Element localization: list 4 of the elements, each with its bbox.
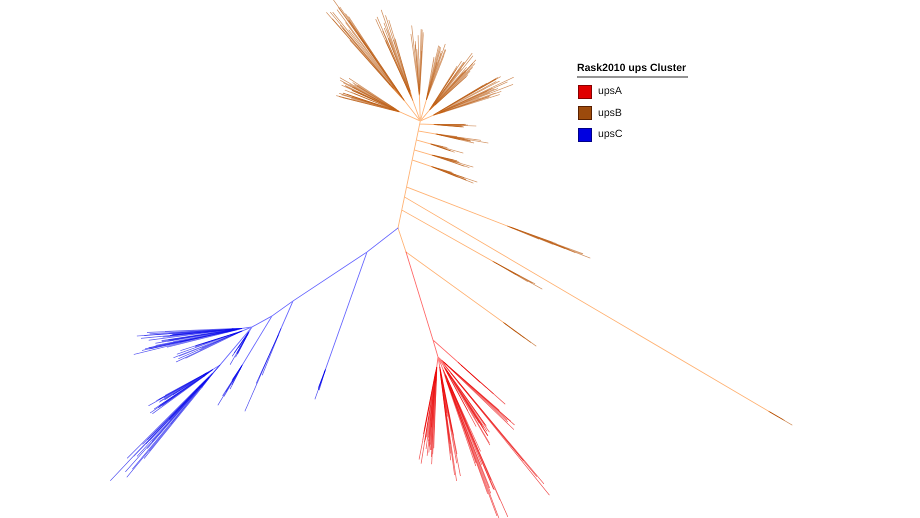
legend-label: upsA: [598, 85, 622, 98]
legend-label: upsC: [598, 128, 623, 141]
legend-title: Rask2010 ups Cluster: [577, 62, 688, 78]
legend-label: upsB: [598, 106, 622, 120]
